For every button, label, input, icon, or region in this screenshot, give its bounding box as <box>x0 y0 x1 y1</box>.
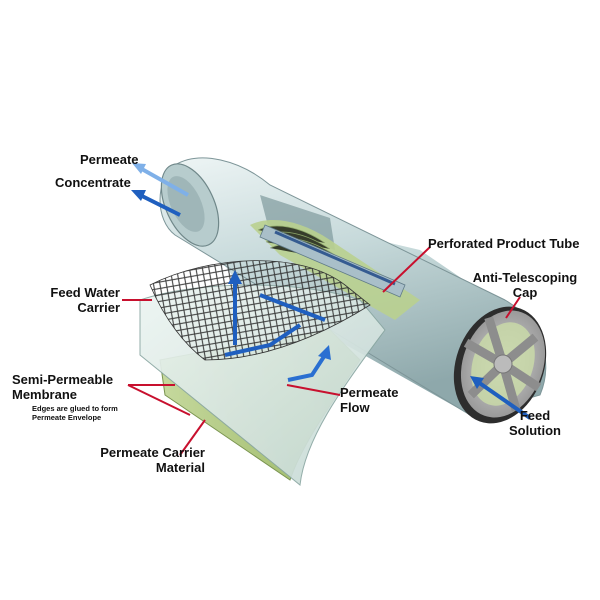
leader-lines <box>122 246 521 456</box>
label-permeate-carrier-material: Permeate Carrier Material <box>100 445 205 475</box>
label-concentrate: Concentrate <box>55 175 131 190</box>
label-anti-telescoping-cap: Anti-Telescoping Cap <box>472 270 578 300</box>
leader-membrane-b <box>127 384 191 416</box>
leader-permeate-flow <box>286 384 341 396</box>
anti-telescoping-cap <box>453 306 547 424</box>
label-membrane-note: Edges are glued to form Permeate Envelop… <box>32 404 118 422</box>
feed-water-carrier-mesh <box>149 260 371 361</box>
leader-anti-telescoping-cap <box>505 296 521 319</box>
label-permeate-flow: Permeate Flow <box>340 385 399 415</box>
label-permeate: Permeate <box>80 152 139 167</box>
leader-perforated-tube <box>382 246 431 293</box>
label-feed-solution: Feed Solution <box>509 408 561 438</box>
label-perforated-product-tube: Perforated Product Tube <box>428 236 580 251</box>
label-semi-permeable-membrane: Semi-Permeable Membrane <box>12 372 114 402</box>
flow-arrows <box>131 163 532 420</box>
label-feed-water-carrier: Feed Water Carrier <box>50 285 120 315</box>
leader-permeate-carrier <box>179 419 206 456</box>
